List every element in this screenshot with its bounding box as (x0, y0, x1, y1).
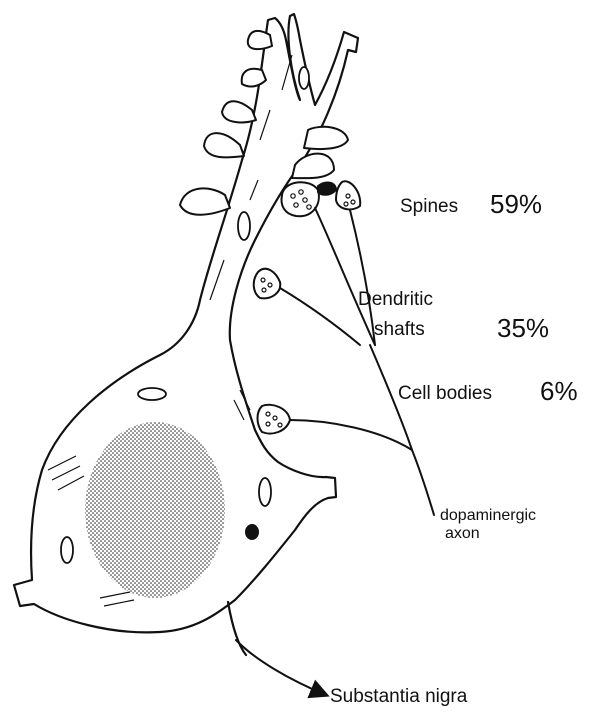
percent-spines: 59% (490, 191, 542, 217)
label-dendritic-line2: shafts (374, 320, 425, 339)
mitochondrion (138, 388, 166, 400)
label-cell-bodies: Cell bodies (398, 384, 492, 403)
label-axon-line1: dopaminergic (440, 508, 536, 524)
mitochondrion (299, 67, 309, 89)
label-axon-line2: axon (445, 526, 480, 542)
synaptic-density (318, 183, 336, 195)
nucleus (85, 422, 225, 598)
mitochondrion (259, 478, 271, 506)
mitochondrion (238, 212, 250, 240)
axon-branch-soma (290, 420, 412, 450)
nigra-projection (236, 640, 326, 695)
mitochondrion (61, 537, 73, 563)
dendritic-spine (248, 31, 272, 49)
dendritic-spine (292, 154, 334, 179)
label-dendritic-line1: Dendritic (358, 290, 433, 309)
dendritic-spine (242, 69, 266, 87)
synaptic-bouton-spine (282, 182, 319, 216)
dendritic-spine (304, 127, 348, 149)
vesicles (261, 190, 355, 427)
label-substantia-nigra: Substantia nigra (330, 687, 467, 706)
percent-cell-bodies: 6% (540, 378, 578, 404)
label-spines: Spines (400, 197, 458, 216)
axon-branch-spines (315, 208, 375, 345)
synaptic-bouton-shaft (254, 269, 281, 299)
dendritic-spine (222, 101, 256, 122)
dendritic-spine (204, 133, 244, 157)
axon-branch-spines (350, 210, 375, 345)
percent-dendritic-shafts: 35% (497, 315, 549, 341)
axon-branch-shaft (280, 288, 360, 345)
dendritic-spine (180, 188, 230, 214)
dopaminergic-axon (370, 345, 434, 515)
dark-inclusion (245, 524, 259, 540)
